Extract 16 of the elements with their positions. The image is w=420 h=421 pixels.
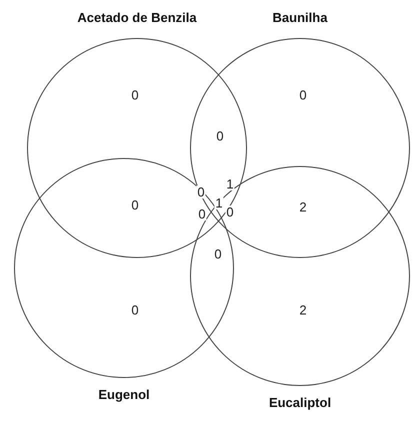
region-count: 0 [298, 88, 308, 102]
set-title: Acetado de Benzila [76, 10, 198, 25]
region-count: 0 [225, 206, 235, 218]
region-count: 0 [196, 186, 206, 198]
region-count: 0 [197, 208, 207, 220]
region-count: 0 [130, 304, 140, 316]
set-title: Eugenol [97, 387, 151, 402]
region-count: 2 [298, 304, 308, 316]
region-count: 1 [225, 178, 235, 190]
region-count: 0 [130, 198, 140, 212]
region-count: 0 [215, 130, 225, 142]
set-title: Eucaliptol [268, 395, 332, 410]
region-count: 1 [214, 196, 224, 210]
region-count: 0 [213, 248, 223, 260]
region-count: 0 [130, 88, 140, 102]
region-count: 2 [298, 200, 308, 214]
